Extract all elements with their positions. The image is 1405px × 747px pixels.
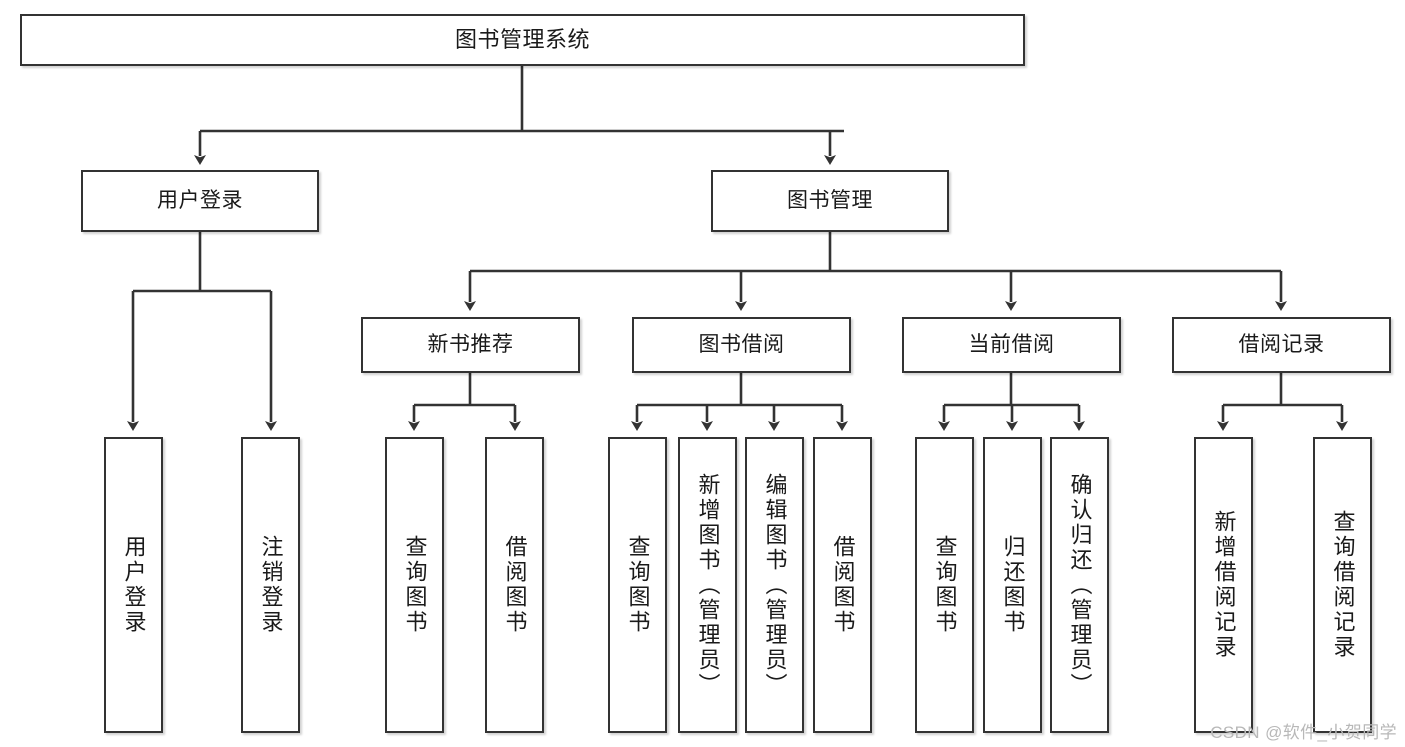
- node-leaf-borrow-book-label: 借阅图书: [830, 535, 856, 635]
- node-leaf-borrow-book-rec[interactable]: 借阅图书: [485, 437, 544, 733]
- node-leaf-add-book[interactable]: 新增图书（管理员）: [678, 437, 737, 733]
- node-borrow-record[interactable]: 借阅记录: [1172, 317, 1391, 373]
- node-leaf-edit-book[interactable]: 编辑图书（管理员）: [745, 437, 804, 733]
- node-root-label: 图书管理系统: [454, 26, 590, 52]
- node-leaf-user-login-label: 用户登录: [121, 535, 147, 635]
- node-current-borrow-label: 当前借阅: [968, 333, 1055, 357]
- node-book-manage[interactable]: 图书管理: [711, 170, 949, 232]
- node-leaf-borrow-book-rec-label: 借阅图书: [502, 535, 528, 635]
- node-leaf-query-book-borrow-label: 查询图书: [625, 535, 651, 635]
- node-leaf-return-book-label: 归还图书: [1000, 535, 1026, 635]
- node-leaf-add-record-label: 新增借阅记录: [1211, 510, 1237, 660]
- node-book-borrow[interactable]: 图书借阅: [632, 317, 851, 373]
- node-leaf-add-book-label: 新增图书（管理员）: [695, 472, 721, 698]
- node-leaf-query-book-rec-label: 查询图书: [402, 535, 428, 635]
- node-leaf-return-book[interactable]: 归还图书: [983, 437, 1042, 733]
- node-leaf-user-logout[interactable]: 注销登录: [241, 437, 300, 733]
- node-new-book-rec-label: 新书推荐: [427, 333, 514, 357]
- node-leaf-add-record[interactable]: 新增借阅记录: [1194, 437, 1253, 733]
- node-current-borrow[interactable]: 当前借阅: [902, 317, 1121, 373]
- node-leaf-query-record[interactable]: 查询借阅记录: [1313, 437, 1372, 733]
- node-new-book-rec[interactable]: 新书推荐: [361, 317, 580, 373]
- node-leaf-user-logout-label: 注销登录: [258, 535, 284, 635]
- node-leaf-query-record-label: 查询借阅记录: [1330, 510, 1356, 660]
- node-leaf-confirm-return-label: 确认归还（管理员）: [1067, 472, 1093, 698]
- node-user-login[interactable]: 用户登录: [81, 170, 319, 232]
- node-leaf-query-book-cur-label: 查询图书: [932, 535, 958, 635]
- node-book-manage-label: 图书管理: [787, 189, 873, 213]
- node-user-login-label: 用户登录: [157, 189, 243, 213]
- node-book-borrow-label: 图书借阅: [698, 333, 785, 357]
- node-root[interactable]: 图书管理系统: [20, 14, 1025, 66]
- node-leaf-query-book-rec[interactable]: 查询图书: [385, 437, 444, 733]
- watermark-text: CSDN @软件_小贺同学: [1210, 723, 1397, 742]
- node-borrow-record-label: 借阅记录: [1238, 333, 1325, 357]
- node-leaf-user-login[interactable]: 用户登录: [104, 437, 163, 733]
- node-leaf-query-book-cur[interactable]: 查询图书: [915, 437, 974, 733]
- node-leaf-borrow-book[interactable]: 借阅图书: [813, 437, 872, 733]
- node-leaf-edit-book-label: 编辑图书（管理员）: [762, 472, 788, 698]
- node-leaf-query-book-borrow[interactable]: 查询图书: [608, 437, 667, 733]
- node-leaf-confirm-return[interactable]: 确认归还（管理员）: [1050, 437, 1109, 733]
